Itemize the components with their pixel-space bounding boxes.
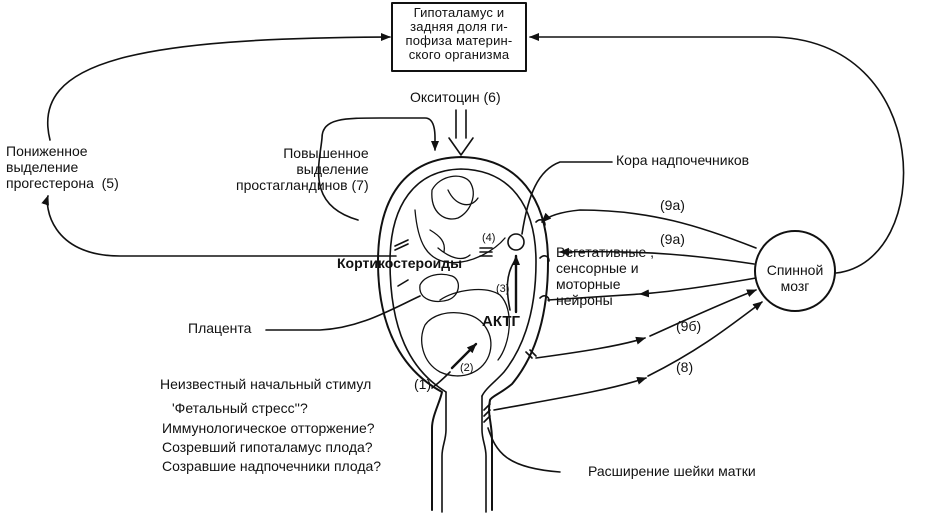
marker-1: (1) — [414, 376, 432, 392]
progesterone-upper-arrow — [46, 33, 391, 141]
marker-3: (3) — [496, 283, 510, 295]
progesterone-loop-arrow — [41, 195, 397, 257]
stimulus-arrow — [450, 342, 478, 370]
adrenal-cortex-label: Кора надпочечников — [616, 152, 750, 168]
uterus-outline — [377, 156, 549, 511]
cervix-hatch — [483, 403, 491, 423]
placenta-label: Плацента — [188, 320, 252, 336]
stimulus-pointer-line — [431, 371, 451, 389]
arrow-9a-mid — [559, 247, 755, 265]
mature-adrenals-label: Созравшие надпочечники плода? — [162, 458, 382, 474]
marker-2: (2) — [460, 362, 474, 374]
arrow-9a-top — [541, 209, 757, 249]
marker-9b: (9б) — [676, 318, 702, 334]
cervix-inner-right — [481, 395, 487, 513]
arrow-9b-a — [535, 336, 646, 359]
nerve-ticks — [525, 219, 550, 359]
marker-9a-top: (9а) — [660, 197, 685, 213]
fetal-adrenal-circle — [507, 233, 525, 251]
uterus-inner-outline — [389, 168, 537, 397]
hypothalamus-box — [391, 2, 527, 72]
actg-curve — [506, 261, 515, 311]
adrenal-pointer-line — [521, 161, 613, 235]
unknown-stimulus-label: Неизвестный начальный стимул — [160, 376, 372, 392]
neurons-label: Вегетативные , сенсорные и моторные нейр… — [556, 244, 655, 308]
arrow-8-a — [493, 377, 647, 411]
prostaglandin-loop-arrow — [317, 117, 439, 221]
mature-hypothalamus-label: Созревший гипоталамус плода? — [162, 439, 373, 455]
corticosteroids-label: Кортикостероиды — [337, 255, 463, 271]
immunological-rejection-label: Иммунологическое отторжение? — [162, 420, 375, 436]
actg-label: АКТГ — [482, 313, 521, 330]
prostaglandins-label: Повышенное выделение простагландинов (7) — [236, 145, 369, 193]
cervix-pointer-line — [487, 427, 561, 473]
oxytocin-label: Окситоцин (6) — [410, 89, 501, 105]
spinal-cord-label: Спинной мозг — [766, 262, 824, 294]
arrow-8-b — [647, 301, 763, 377]
fetal-stress-label: 'Фетальный стресс''? — [172, 400, 308, 416]
neuron-connector — [547, 293, 641, 301]
placenta-pointer-line — [265, 295, 421, 331]
oxytocin-arrow — [448, 109, 474, 156]
marker-9a-mid: (9а) — [660, 231, 685, 247]
spinal-to-hypothalamus-arrow — [529, 33, 905, 274]
progesterone-label: Пониженное выделение прогестерона (5) — [6, 143, 119, 191]
marker-4: (4) — [482, 232, 496, 244]
marker-8: (8) — [676, 359, 694, 375]
cervix-dilation-label: Расширение шейки матки — [588, 463, 756, 479]
corticosteroid-arrows — [394, 239, 493, 287]
arrow-efferent-lower — [639, 277, 757, 298]
hypothalamus-box-label: Гипоталамус и задняя доля ги- пофиза мат… — [405, 5, 513, 62]
fetus-figure — [414, 175, 510, 377]
arrow-9b-b — [649, 289, 757, 337]
spinal-cord-circle — [754, 230, 836, 312]
cervix-inner-left — [441, 391, 447, 513]
